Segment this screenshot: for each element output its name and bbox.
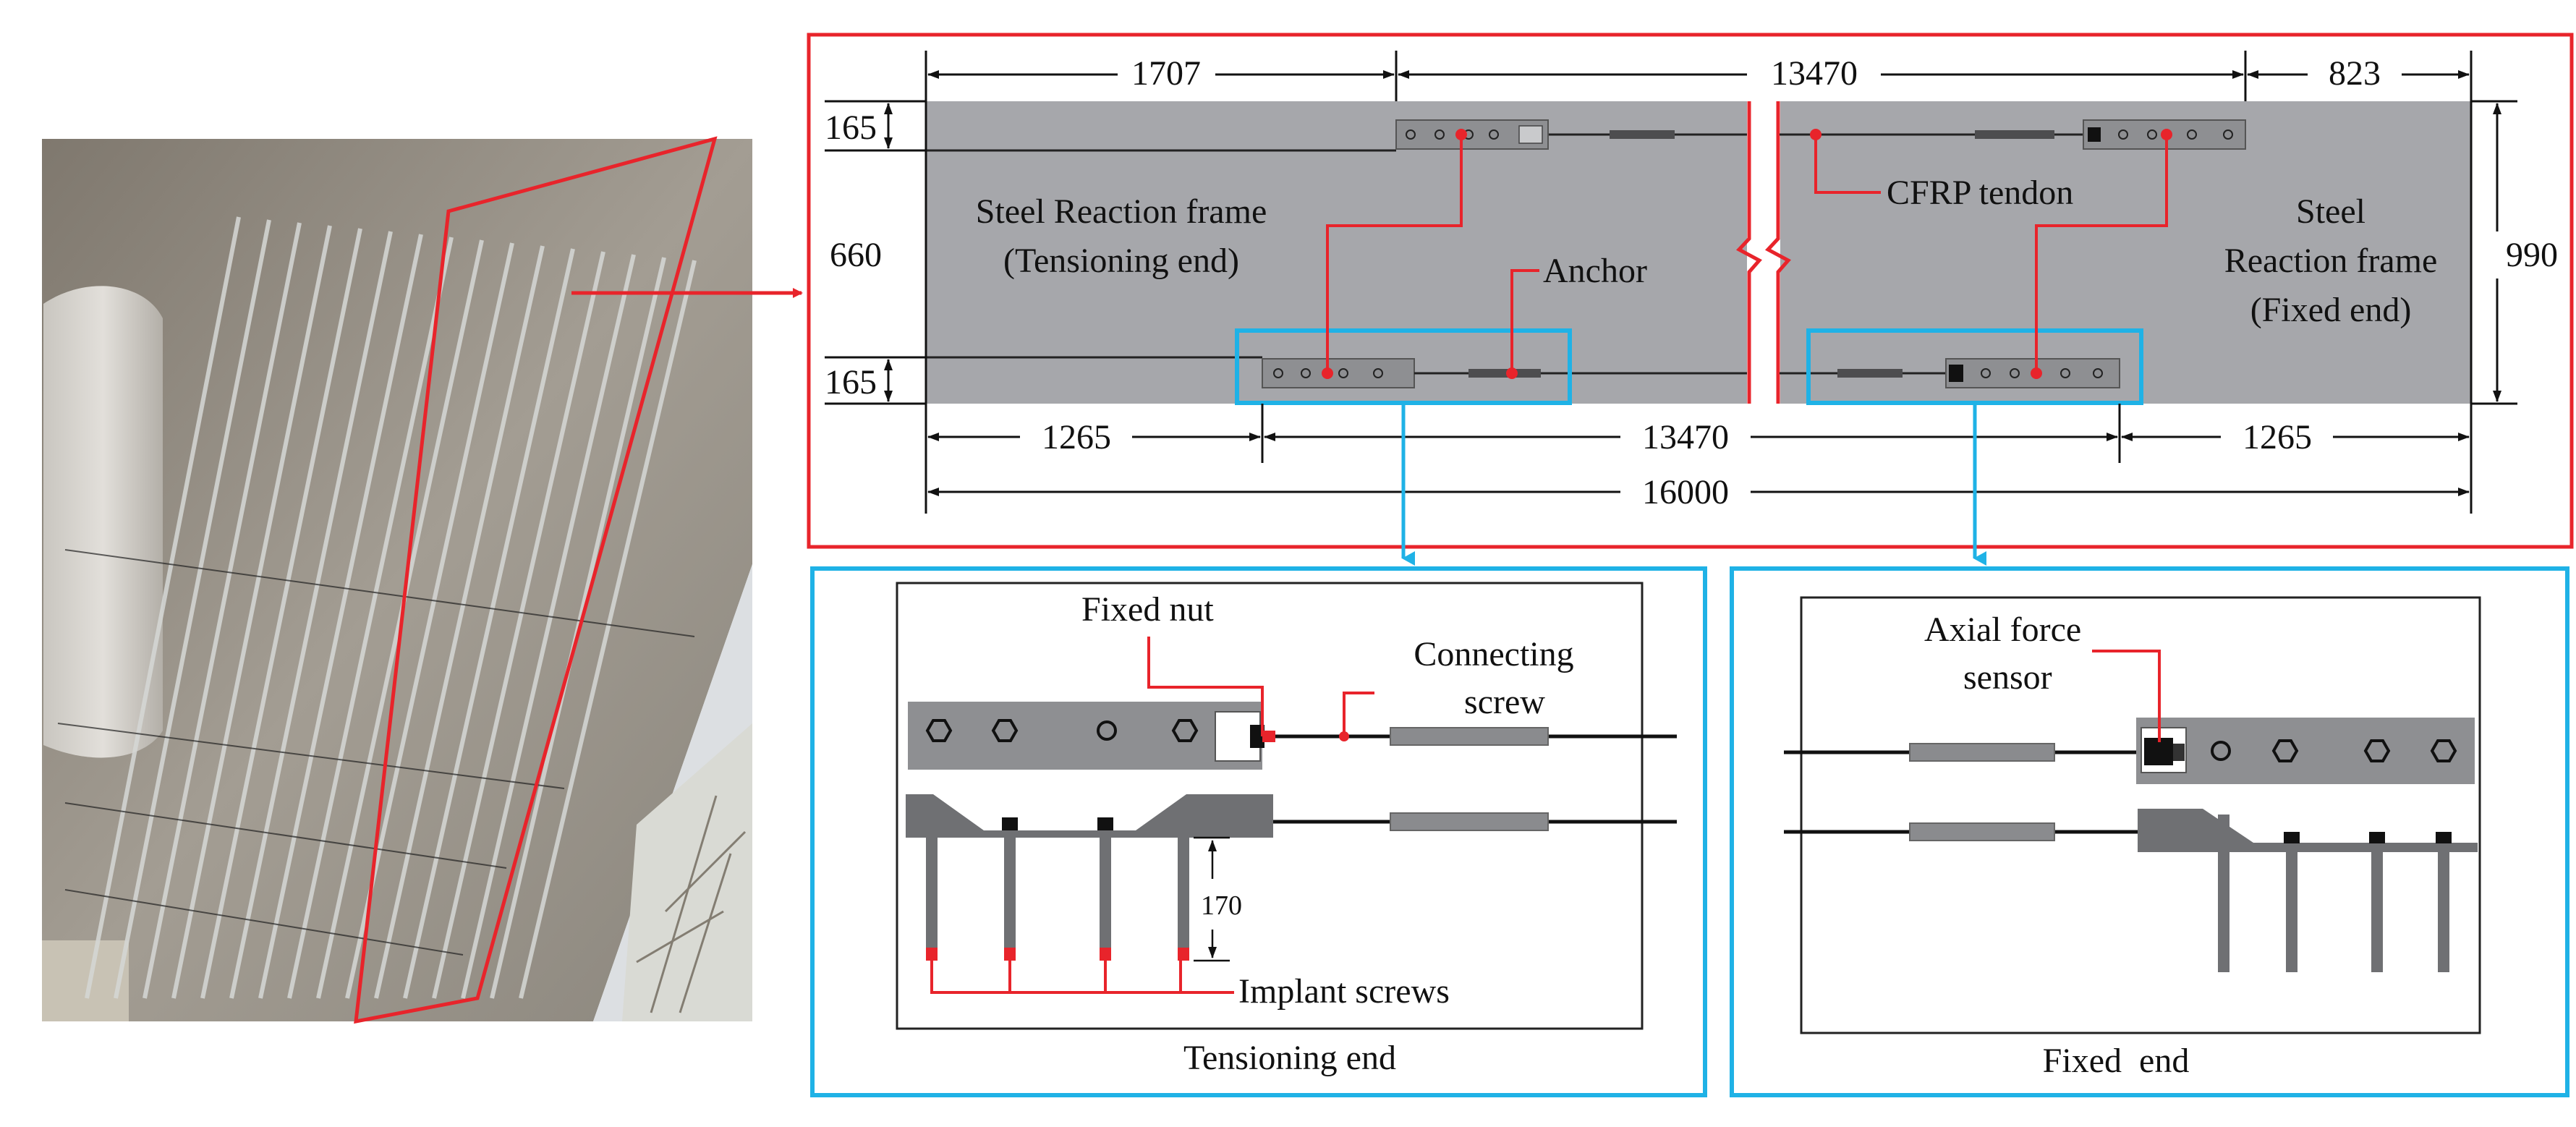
dim-bottom-left: 1265 xyxy=(1042,418,1111,456)
photo-tendon-line xyxy=(258,234,423,999)
dim-top-middle: 13470 xyxy=(1771,54,1858,93)
photo-tendon-line xyxy=(287,237,454,999)
dim-top-left: 1707 xyxy=(1131,54,1201,93)
dim-total: 16000 xyxy=(1642,473,1729,511)
photo-tendon-line xyxy=(171,225,332,999)
label-axial-2: sensor xyxy=(1963,658,2052,697)
photo-tendon-line xyxy=(229,231,393,999)
tensioning-detail-panel xyxy=(810,566,1707,1097)
dim-vert-right: 990 xyxy=(2506,236,2558,274)
photo-tendon-line xyxy=(114,219,271,999)
dim-vert-middle: 660 xyxy=(830,236,882,274)
dim-vert-top: 165 xyxy=(825,109,877,147)
photo-tendon-line xyxy=(403,248,575,999)
highlight-region xyxy=(354,136,718,1024)
photo-tendon-line xyxy=(143,222,302,999)
label-connecting-1: Connecting xyxy=(1414,635,1573,673)
tension-side-view xyxy=(906,794,1677,961)
top-tension-anchor xyxy=(1395,119,1549,150)
label-fixed-nut: Fixed nut xyxy=(1081,590,1214,629)
photo-tendon-line xyxy=(519,260,697,999)
photo-tendon-line xyxy=(200,228,362,999)
fixed-side-view xyxy=(1784,809,2478,972)
bridge-photo xyxy=(42,136,803,1024)
photo-tendon-line xyxy=(432,251,605,999)
label-fixed-frame-1: Steel xyxy=(2296,192,2365,231)
label-connecting-2: screw xyxy=(1464,683,1545,721)
fixed-detail-panel xyxy=(1730,566,2569,1097)
label-dim-170: 170 xyxy=(1201,890,1242,921)
photo-tendon-line xyxy=(316,239,484,999)
tension-top-view xyxy=(908,702,1677,770)
photo-tendon-line xyxy=(85,216,241,999)
label-tension-frame-2: (Tensioning end) xyxy=(1003,242,1239,280)
dimension-lines xyxy=(825,51,2517,514)
caption-fixed-end: Fixed end xyxy=(2043,1042,2190,1080)
label-fixed-frame-3: (Fixed end) xyxy=(2250,291,2412,329)
dim-vert-bottom: 165 xyxy=(825,363,877,401)
main-panel-frame xyxy=(807,33,2574,549)
label-fixed-frame-2: Reaction frame xyxy=(2224,242,2438,280)
dim-top-right: 823 xyxy=(2329,54,2381,93)
photo-tendon-line xyxy=(461,254,636,999)
label-anchor: Anchor xyxy=(1543,252,1647,290)
dim-bottom-middle: 13470 xyxy=(1642,418,1729,456)
photo-tendon-line xyxy=(374,245,545,999)
dim-bottom-right: 1265 xyxy=(2243,418,2312,456)
label-implant-screws: Implant screws xyxy=(1238,972,1450,1011)
label-axial-1: Axial force xyxy=(1924,611,2081,649)
label-cfrp-tendon: CFRP tendon xyxy=(1887,174,2073,212)
caption-tensioning-end: Tensioning end xyxy=(1183,1039,1396,1077)
label-tension-frame-1: Steel Reaction frame xyxy=(976,192,1267,231)
plan-area xyxy=(926,101,2471,405)
fixed-top-view xyxy=(1784,718,2475,784)
